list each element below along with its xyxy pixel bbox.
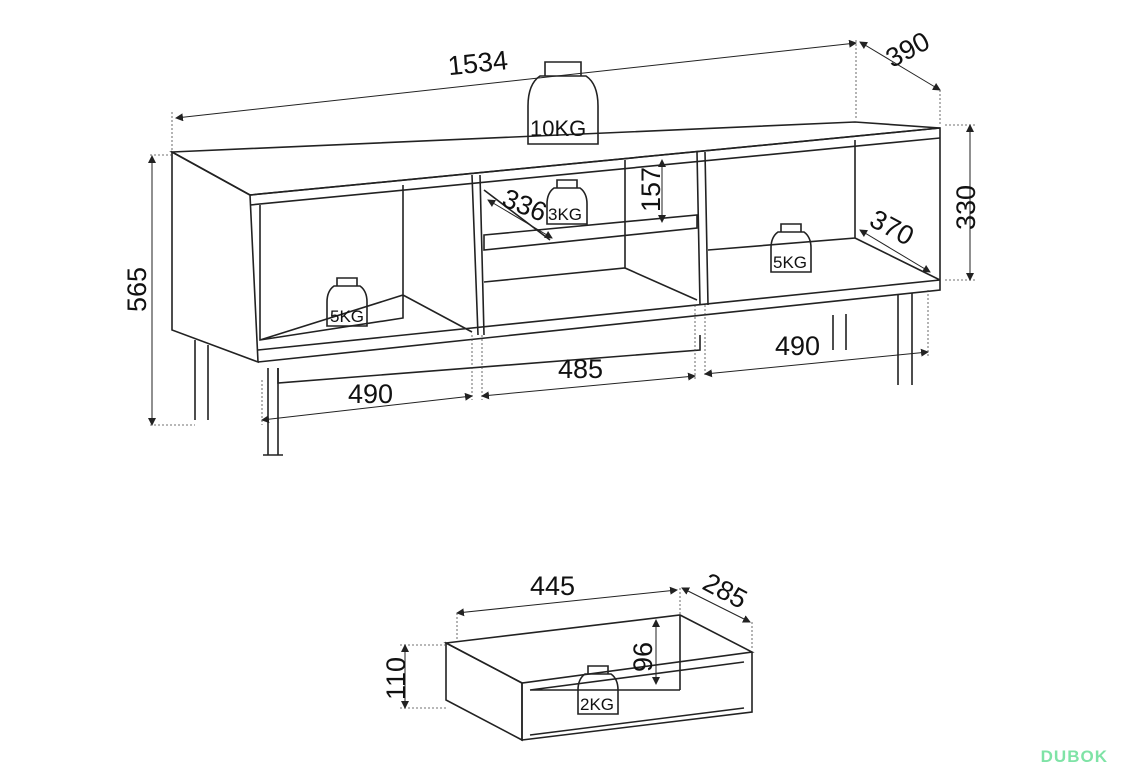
- compartment-left-label: 490: [348, 379, 393, 409]
- depth-label: 390: [881, 26, 935, 74]
- weight-icon-2kg: 2KG: [577, 665, 619, 715]
- drawer-height-label: 110: [381, 657, 411, 700]
- inner-height-label: 330: [951, 185, 981, 230]
- weight-icon-5kg-right: 5KG: [770, 223, 812, 273]
- weight-icon-10kg: 10KG: [527, 61, 599, 145]
- weight-icon-5kg-left: 5KG: [326, 277, 368, 327]
- tv-cabinet: [169, 121, 941, 456]
- compartment-middle-label: 485: [558, 354, 603, 384]
- drawer: 445 285 110 96 2KG: [381, 567, 755, 742]
- cabinet-left-side: [171, 150, 259, 364]
- compartment-right-label: 490: [775, 331, 820, 361]
- cabinet-front: [249, 127, 941, 363]
- load-right-label: 5KG: [773, 253, 807, 272]
- height-label: 565: [122, 267, 152, 312]
- width-label: 1534: [446, 45, 509, 81]
- shelf-depth-label: 336: [498, 183, 551, 228]
- shelf-gap-label: 157: [636, 167, 666, 212]
- load-top-label: 10KG: [530, 116, 586, 141]
- watermark-logo: DUBOK: [1040, 747, 1108, 766]
- load-shelf-label: 3KG: [548, 205, 582, 224]
- load-left-label: 5KG: [330, 307, 364, 326]
- inner-depth-label: 370: [865, 204, 919, 252]
- drawer-depth-label: 285: [698, 567, 752, 615]
- drawer-left-side: [445, 641, 523, 742]
- drawer-width-label: 445: [530, 571, 575, 601]
- drawer-top-opening: [443, 614, 755, 684]
- weight-icon-3kg: 3KG: [546, 179, 588, 225]
- load-drawer-label: 2KG: [580, 695, 614, 714]
- drawer-inner-height-label: 96: [628, 642, 658, 672]
